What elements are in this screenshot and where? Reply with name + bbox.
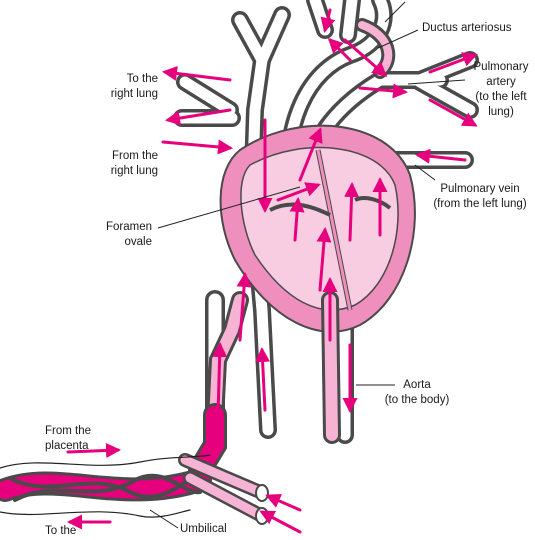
- heart: [219, 124, 416, 333]
- leader-lines: [149, 1, 466, 529]
- label-ductus-arteriosus: Ductus arteriosus: [422, 22, 512, 34]
- label-pulmonary-artery: Pulmonary artery (to the left lung): [473, 61, 529, 118]
- label-umbilical: Umbilical: [180, 523, 227, 535]
- umbilical-cord: [0, 403, 269, 525]
- label-foramen-ovale: Foramen ovale: [105, 221, 152, 248]
- flow-arrows: [66, 8, 478, 534]
- label-to-right-lung: To the right lung: [110, 73, 158, 100]
- label-from-right-lung: From the right lung: [110, 150, 158, 177]
- label-aorta: Aorta (to the body): [384, 379, 450, 406]
- label-to-the: To the: [45, 525, 77, 537]
- label-from-placenta: From the placenta: [45, 425, 92, 452]
- label-pulmonary-vein: Pulmonary vein (from the left lung): [433, 183, 527, 210]
